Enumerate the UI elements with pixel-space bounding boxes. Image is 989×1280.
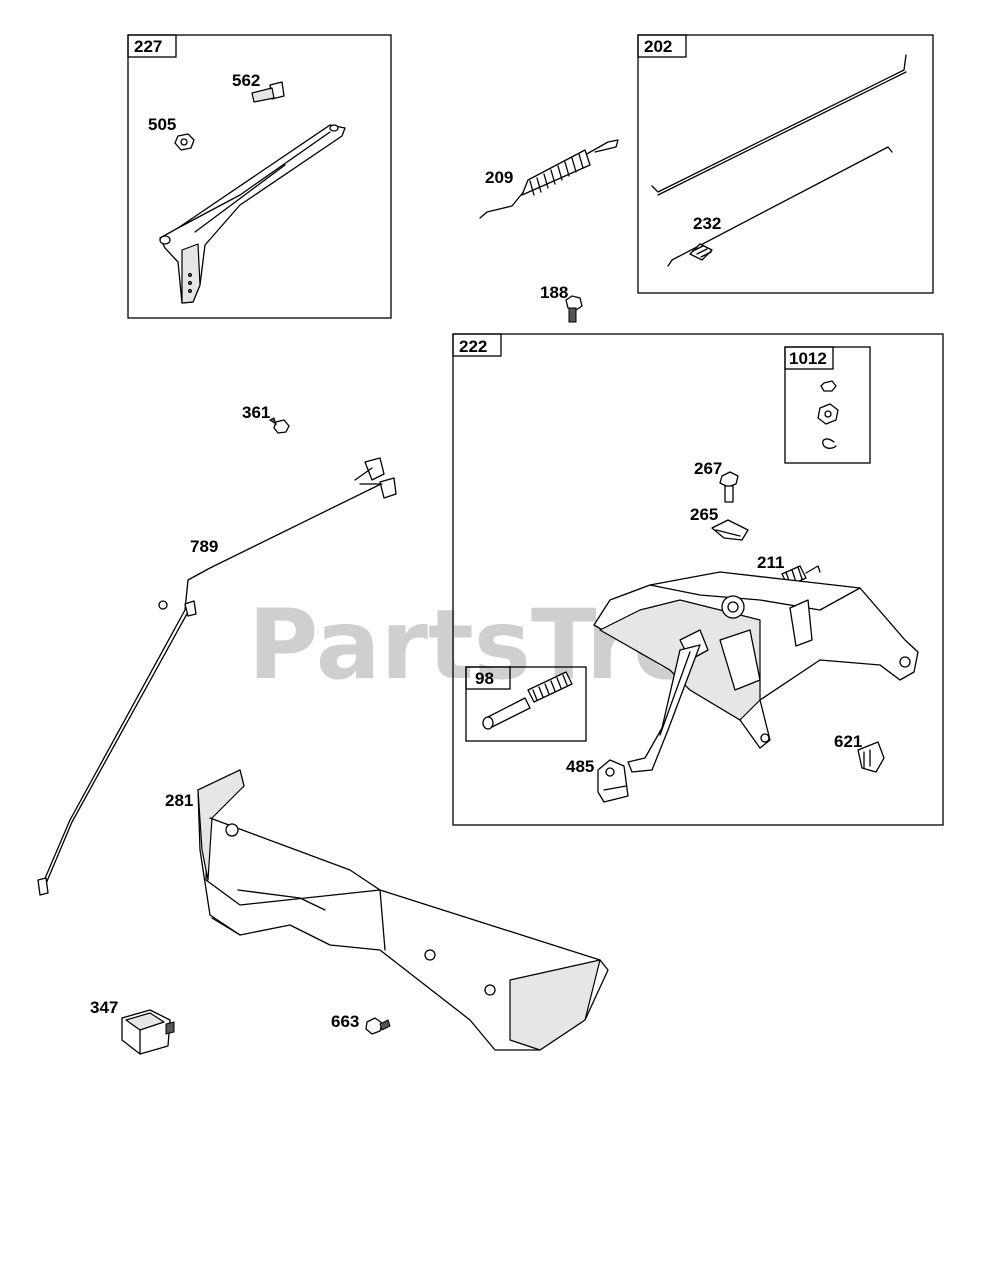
- group-222-box: 222: [452, 333, 944, 826]
- pin-and-spring-98[interactable]: [482, 671, 573, 730]
- group-98-box: 98: [465, 666, 587, 742]
- part-188-label: 188: [540, 283, 568, 302]
- part-361-label: 361: [242, 403, 270, 422]
- cover-281[interactable]: 281: [165, 769, 609, 1051]
- clip-621[interactable]: 621: [834, 732, 885, 773]
- group-202-label: 202: [644, 37, 672, 56]
- part-505-label: 505: [148, 115, 176, 134]
- bracket-265[interactable]: 265: [690, 505, 749, 541]
- part-347-label: 347: [90, 998, 118, 1017]
- group-202-box: 202: [637, 34, 934, 294]
- switch-347[interactable]: 347: [90, 998, 175, 1055]
- group-1012-label: 1012: [789, 349, 827, 368]
- nut-505[interactable]: 505: [148, 115, 195, 151]
- kit-1012-parts[interactable]: [817, 380, 839, 449]
- part-267-label: 267: [694, 459, 722, 478]
- screw-663[interactable]: 663: [331, 1012, 391, 1035]
- group-1012-box: 1012: [784, 346, 871, 464]
- part-621-label: 621: [834, 732, 862, 751]
- part-562-label: 562: [232, 71, 260, 90]
- bolt-267[interactable]: 267: [694, 459, 739, 503]
- group-227-label: 227: [134, 37, 162, 56]
- part-663-label: 663: [331, 1012, 359, 1031]
- part-232-label: 232: [693, 214, 721, 233]
- governor-rod-202[interactable]: [651, 54, 907, 196]
- part-485-label: 485: [566, 757, 594, 776]
- part-789-label: 789: [190, 537, 218, 556]
- spring-209[interactable]: 209: [479, 139, 619, 219]
- part-209-label: 209: [485, 168, 513, 187]
- bolt-562[interactable]: 562: [232, 71, 285, 103]
- group-227-box: 227: [127, 34, 392, 319]
- control-lever[interactable]: [159, 124, 346, 304]
- group-222-label: 222: [459, 337, 487, 356]
- wire-harness-789[interactable]: 789: [37, 457, 397, 896]
- part-211-label: 211: [757, 553, 784, 572]
- part-265-label: 265: [690, 505, 718, 524]
- knob-485[interactable]: 485: [566, 757, 629, 803]
- governor-link-232[interactable]: 232: [667, 146, 893, 267]
- governor-control-plate[interactable]: [593, 571, 919, 773]
- part-281-label: 281: [165, 791, 193, 810]
- bolt-188[interactable]: 188: [540, 283, 583, 323]
- clip-361[interactable]: 361: [242, 403, 290, 434]
- group-98-label: 98: [475, 669, 494, 688]
